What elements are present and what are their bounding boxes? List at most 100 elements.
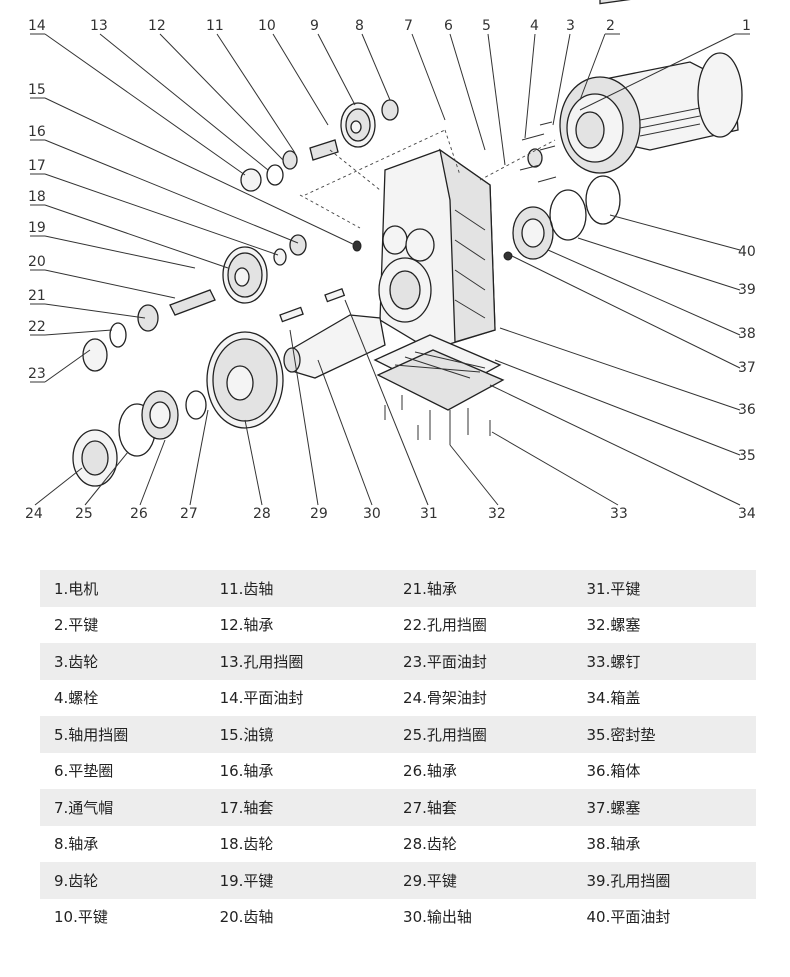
table-cell: 14.平面油封	[205, 679, 390, 716]
table-row: 2.平键 12.轴承 22.孔用挡圈 32.螺塞	[40, 606, 756, 643]
table-cell: 9.齿轮	[40, 862, 206, 899]
table-cell: 2.平键	[40, 606, 206, 643]
callout-23: 23	[28, 366, 46, 382]
gear-9	[340, 102, 376, 148]
callout-33: 33	[610, 506, 628, 522]
gear-28	[206, 331, 284, 429]
callout-6: 6	[444, 18, 453, 34]
callout-15: 15	[28, 82, 46, 98]
table-row: 3.齿轮 13.孔用挡圈 23.平面油封 33.螺钉	[40, 643, 756, 680]
table-cell: 5.轴用挡圈	[40, 716, 206, 753]
table-cell: 39.孔用挡圈	[572, 862, 756, 899]
table-row: 6.平垫圈 16.轴承 26.轴承 36.箱体	[40, 752, 756, 789]
callout-24: 24	[25, 506, 43, 522]
table-cell: 15.油镜	[205, 716, 390, 753]
table-cell: 29.平键	[389, 862, 573, 899]
callout-10: 10	[258, 18, 276, 34]
table-cell: 26.轴承	[389, 752, 573, 789]
table-row: 10.平键 20.齿轴 30.输出轴 40.平面油封	[40, 898, 756, 935]
table-cell: 1.电机	[40, 570, 206, 607]
callout-36: 36	[738, 402, 756, 418]
callout-30: 30	[363, 506, 381, 522]
table-cell: 6.平垫圈	[40, 752, 206, 789]
callout-22: 22	[28, 319, 46, 335]
table-cell: 11.齿轴	[205, 570, 390, 607]
table-cell: 23.平面油封	[389, 643, 573, 680]
callout-26: 26	[130, 506, 148, 522]
table-cell: 28.齿轮	[389, 825, 573, 862]
screws	[384, 121, 557, 445]
table-cell: 37.螺塞	[572, 789, 756, 826]
callout-12: 12	[148, 18, 166, 34]
table-cell: 40.平面油封	[572, 898, 756, 935]
callout-3: 3	[566, 18, 575, 34]
callout-17: 17	[28, 158, 46, 174]
callout-8: 8	[355, 18, 364, 34]
table-cell: 25.孔用挡圈	[389, 716, 573, 753]
table-cell: 21.轴承	[389, 570, 573, 607]
table-cell: 32.螺塞	[572, 606, 756, 643]
table-row: 7.通气帽 17.轴套 27.轴套 37.螺塞	[40, 789, 756, 826]
callout-37: 37	[738, 360, 756, 376]
table-cell: 22.孔用挡圈	[389, 606, 573, 643]
callout-14: 14	[28, 18, 46, 34]
leader-lines	[30, 33, 750, 506]
table-cell: 30.输出轴	[389, 898, 573, 935]
table-cell: 19.平键	[205, 862, 390, 899]
table-row: 1.电机 11.齿轴 21.轴承 31.平键	[40, 570, 756, 607]
callout-28: 28	[253, 506, 271, 522]
callout-25: 25	[75, 506, 93, 522]
table-cell: 4.螺栓	[40, 679, 206, 716]
table-cell: 36.箱体	[572, 752, 756, 789]
callout-9: 9	[310, 18, 319, 34]
table-cell: 13.孔用挡圈	[205, 643, 390, 680]
table-cell: 12.轴承	[205, 606, 390, 643]
motor	[559, 0, 743, 174]
cover-plates	[373, 334, 505, 411]
gearbox-housing	[378, 148, 496, 351]
table-cell: 31.平键	[572, 570, 756, 607]
gear-18	[169, 246, 268, 316]
table-cell: 20.齿轴	[205, 898, 390, 935]
parts-list-table: 1.电机 11.齿轴 21.轴承 31.平键 2.平键 12.轴承 22.孔用挡…	[40, 570, 756, 935]
callout-31: 31	[420, 506, 438, 522]
callout-21: 21	[28, 288, 46, 304]
table-row: 5.轴用挡圈 15.油镜 25.孔用挡圈 35.密封垫	[40, 716, 756, 753]
table-cell: 34.箱盖	[572, 679, 756, 716]
callout-5: 5	[482, 18, 491, 34]
table-cell: 18.齿轮	[205, 825, 390, 862]
callout-20: 20	[28, 254, 46, 270]
table-cell: 7.通气帽	[40, 789, 206, 826]
table-row: 8.轴承 18.齿轮 28.齿轮 38.轴承	[40, 825, 756, 862]
table-row: 9.齿轮 19.平键 29.平键 39.孔用挡圈	[40, 862, 756, 899]
callout-27: 27	[180, 506, 198, 522]
table-cell: 35.密封垫	[572, 716, 756, 753]
callout-7: 7	[404, 18, 413, 34]
table-cell: 27.轴套	[389, 789, 573, 826]
table-cell: 16.轴承	[205, 752, 390, 789]
callout-40: 40	[738, 244, 756, 260]
callout-34: 34	[738, 506, 756, 522]
exploded-view-diagram: 1 2 3 4 5 6 7 8 9 10 11 12 13 14 15 16 1…	[25, 0, 756, 522]
exploded-view-svg: 1 2 3 4 5 6 7 8 9 10 11 12 13 14 15 16 1…	[25, 0, 756, 522]
table-cell: 3.齿轮	[40, 643, 206, 680]
callout-2: 2	[606, 18, 615, 34]
small-components	[72, 99, 621, 487]
callout-1: 1	[742, 18, 751, 34]
callout-29: 29	[310, 506, 328, 522]
table-cell: 17.轴套	[205, 789, 390, 826]
table-cell: 8.轴承	[40, 825, 206, 862]
callout-labels: 1 2 3 4 5 6 7 8 9 10 11 12 13 14 15 16 1…	[25, 18, 756, 522]
callout-18: 18	[28, 189, 46, 205]
table-cell: 38.轴承	[572, 825, 756, 862]
callout-32: 32	[488, 506, 506, 522]
callout-4: 4	[530, 18, 539, 34]
table-cell: 10.平键	[40, 898, 206, 935]
callout-11: 11	[206, 18, 224, 34]
callout-16: 16	[28, 124, 46, 140]
table-cell: 24.骨架油封	[389, 679, 573, 716]
callout-38: 38	[738, 326, 756, 342]
table-cell: 33.螺钉	[572, 643, 756, 680]
callout-19: 19	[28, 220, 46, 236]
table-row: 4.螺栓 14.平面油封 24.骨架油封 34.箱盖	[40, 679, 756, 716]
